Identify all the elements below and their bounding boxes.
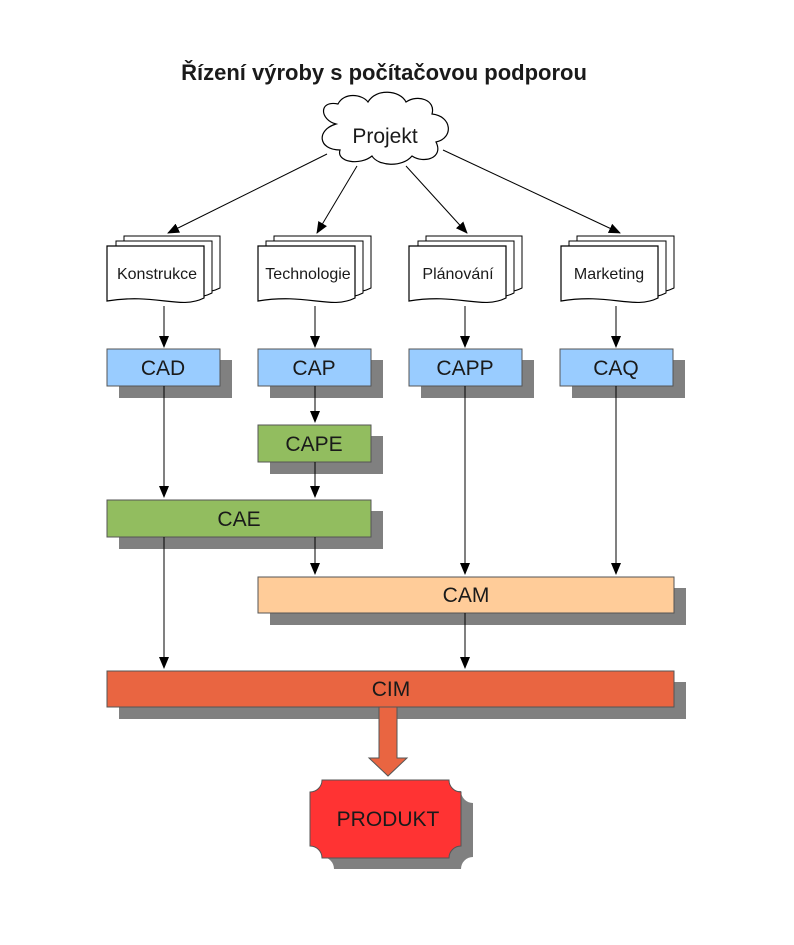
box-capp-label: CAPP [436, 357, 493, 380]
project-label: Projekt [352, 125, 418, 148]
box-cae: CAE [106, 499, 383, 549]
box-cam-label: CAM [443, 584, 490, 607]
box-cap-fill [257, 348, 372, 387]
document-edges [159, 306, 621, 348]
box-cae-label: CAE [217, 508, 260, 531]
box-caq-fill [559, 348, 674, 387]
document-konstrukce: Konstrukce [106, 235, 221, 304]
box-cad-fill [106, 348, 221, 387]
edge-project-planovani [405, 165, 468, 234]
document-marketing: Marketing [560, 235, 675, 304]
box-cad-label: CAD [141, 357, 185, 380]
edge-project-marketing [442, 149, 621, 234]
product-label: PRODUKT [337, 808, 440, 831]
document-planovani: Plánování [408, 235, 523, 304]
box-cam: CAM [257, 576, 686, 625]
box-cape-label: CAPE [285, 433, 342, 456]
box-cad: CAD [106, 348, 232, 398]
box-cape: CAPE [257, 424, 383, 474]
box-cap: CAP [257, 348, 383, 398]
edge-project-technologie [316, 165, 358, 234]
product-plaque-fill [309, 779, 462, 859]
diagram-title: Řízení výroby s počítačovou podporou [181, 60, 587, 85]
box-caq: CAQ [559, 348, 685, 398]
document-label-konstrukce: Konstrukce [117, 266, 197, 283]
edge-project-konstrukce [167, 153, 328, 234]
box-cam-fill [257, 576, 675, 614]
document-label-marketing: Marketing [574, 266, 644, 283]
box-capp: CAPP [408, 348, 534, 398]
cloud-edges [167, 149, 621, 234]
document-label-technologie: Technologie [265, 266, 351, 283]
cim-to-product-arrow [367, 706, 409, 777]
box-cim-label: CIM [372, 678, 411, 701]
document-label-planovani: Plánování [422, 266, 494, 283]
box-capp-fill [408, 348, 523, 387]
document-technologie: Technologie [257, 235, 372, 304]
box-cap-label: CAP [292, 357, 335, 380]
box-cae-fill [106, 499, 372, 538]
box-cape-fill [257, 424, 372, 463]
project-cloud: Projekt [321, 91, 449, 165]
product-plaque: PRODUKT [309, 779, 473, 869]
box-caq-label: CAQ [593, 357, 639, 380]
